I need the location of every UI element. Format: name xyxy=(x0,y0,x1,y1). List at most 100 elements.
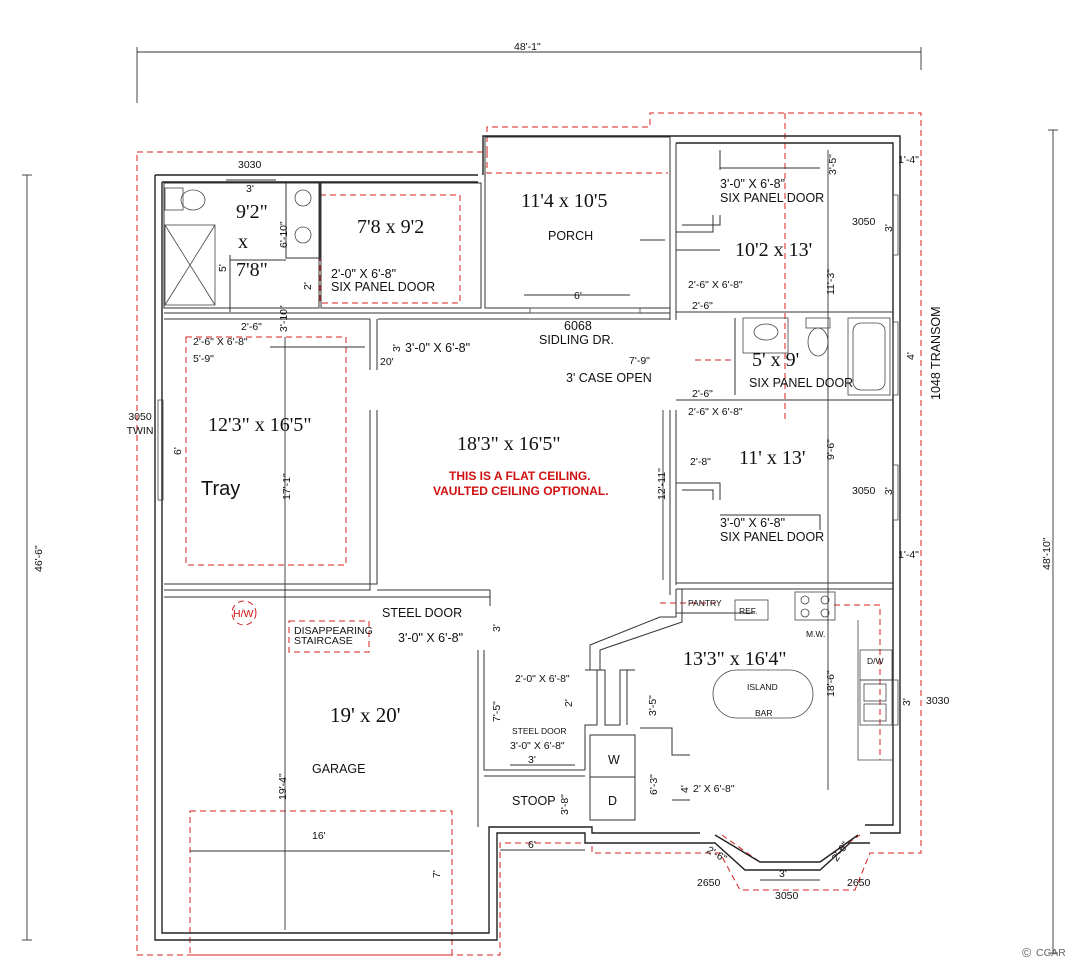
bar-label: BAR xyxy=(755,708,772,718)
kitchen-sink xyxy=(859,679,893,726)
toilet xyxy=(180,189,206,211)
bath2-dim: 5' x 9' xyxy=(752,349,799,371)
porch-dim: 11'4 x 10'5 xyxy=(521,190,607,212)
window-label: 3050 xyxy=(775,890,799,902)
ref-label: REF. xyxy=(739,606,757,616)
dim-label: 20' xyxy=(380,356,394,368)
dim-label: 6'-10" xyxy=(278,221,290,248)
transom-label: 1048 TRANSOM xyxy=(929,306,943,400)
door-label: 3'-0" X 6'-8" xyxy=(510,740,565,752)
dim-label: 6' xyxy=(574,290,582,302)
dim-label: 2'-6" xyxy=(241,321,262,333)
master-bed-dim: 12'3" x 16'5" xyxy=(208,414,312,436)
dim-label: 2' xyxy=(302,282,314,290)
island-label: ISLAND xyxy=(747,682,778,692)
window-label-top: 3030 xyxy=(238,159,262,171)
door-label: STEEL DOOR xyxy=(382,606,462,620)
window-bed3 xyxy=(892,464,899,521)
mw-label: M.W. xyxy=(806,629,825,639)
dim-label: 3' xyxy=(528,754,536,766)
dim-label: 3'-5" xyxy=(827,154,839,175)
dim-label: 6'-3" xyxy=(648,774,660,795)
door-label: STEEL DOOR xyxy=(512,726,566,736)
dim-label: 19'-4" xyxy=(277,773,289,800)
porch-name: PORCH xyxy=(548,229,593,243)
master-bath-dim-a: 9'2" xyxy=(236,201,268,223)
window-kitchen xyxy=(892,679,899,726)
door-label: 6068 xyxy=(564,319,592,333)
shower xyxy=(164,224,216,306)
door-label: 2'-6" X 6'-8" xyxy=(193,336,248,348)
island xyxy=(712,669,814,719)
door-label: 3'-0" X 6'-8" xyxy=(720,516,785,530)
sink-1 xyxy=(294,189,312,207)
dim-label: 5' xyxy=(217,264,229,272)
sink-2 xyxy=(294,226,312,244)
fixtures xyxy=(164,187,893,761)
roof-outline xyxy=(136,112,922,956)
dim-label: 9'-6" xyxy=(825,439,837,460)
range xyxy=(794,591,836,621)
exterior-walls xyxy=(154,135,901,941)
door-label: SIX PANEL DOOR xyxy=(749,376,853,390)
copyright-icon: © xyxy=(1022,946,1032,960)
window-twin xyxy=(157,399,164,501)
sliding-door xyxy=(529,307,641,314)
door-label: 3' CASE OPEN xyxy=(566,371,652,385)
dim-label: 18'-6" xyxy=(825,670,837,697)
window-label: 3050 xyxy=(128,411,152,423)
door-label: SIX PANEL DOOR xyxy=(331,280,435,294)
dim-label: 3' xyxy=(246,183,254,195)
copyright-mark: CCAR xyxy=(1036,947,1066,959)
closet-dim: 7'8 x 9'2 xyxy=(357,216,424,238)
stoop-name: STOOP xyxy=(512,794,556,808)
dim-label: 7'-5" xyxy=(491,701,503,722)
door-label: 2'-6" X 6'-8" xyxy=(688,406,743,418)
dim-label: 3' xyxy=(391,344,403,352)
toilet-tank xyxy=(164,187,184,211)
master-bed-ceiling: Tray xyxy=(201,478,240,500)
dim-label: 3' xyxy=(901,698,913,706)
window-label: 3050 xyxy=(852,216,876,228)
dim-label: 3'-8" xyxy=(559,794,571,815)
pantry-label: PANTRY xyxy=(688,598,722,608)
window-label: 2650 xyxy=(697,877,721,889)
door-label: SIX PANEL DOOR xyxy=(720,191,824,205)
toilet-2 xyxy=(807,327,829,357)
labels: 48'-1" 46'-6" 48'-10" 3030 3' 9'2" x 7'8… xyxy=(33,41,1066,960)
kitchen-dim: 13'3" x 16'4" xyxy=(683,648,787,670)
window-label: TWIN xyxy=(127,425,154,437)
ceiling-note-1: THIS IS A FLAT CEILING. xyxy=(449,469,591,483)
door-label: 2'-0" X 6'-8" xyxy=(515,673,570,685)
dim-label: 1'-4" xyxy=(898,549,919,561)
dim-label: 5'-9" xyxy=(193,353,214,365)
washer-label: W xyxy=(608,753,620,767)
master-bath-dim-x: x xyxy=(238,231,248,253)
window-label: 3030 xyxy=(926,695,950,707)
door-label: 2'-6" X 6'-8" xyxy=(688,279,743,291)
dimension-lines xyxy=(22,47,1058,954)
overall-depth-right: 48'-10" xyxy=(1041,537,1053,570)
bedroom3-dim: 11' x 13' xyxy=(739,447,805,469)
door-label: SIDLING DR. xyxy=(539,333,614,347)
dim-label: 7'-9" xyxy=(629,355,650,367)
hw-label: H/W xyxy=(233,608,254,620)
dim-label: 16' xyxy=(312,830,326,842)
dim-label: 6' xyxy=(528,839,536,851)
dim-label: 3' xyxy=(883,224,895,232)
garage-name: GARAGE xyxy=(312,762,366,776)
ceiling-note-2: VAULTED CEILING OPTIONAL. xyxy=(433,484,609,498)
dim-label: 1'-4" xyxy=(898,154,919,166)
staircase-outline xyxy=(288,620,370,653)
overall-depth-left: 46'-6" xyxy=(33,545,45,572)
window-label: 3050 xyxy=(852,485,876,497)
window-label: 2650 xyxy=(847,877,871,889)
door-label: SIX PANEL DOOR xyxy=(720,530,824,544)
garage-door-outline xyxy=(189,810,453,956)
master-bath-dim-b: 7'8" xyxy=(236,259,268,281)
stair-label: STAIRCASE xyxy=(294,635,353,647)
dim-label: 3' xyxy=(883,487,895,495)
dim-label: 2'-6" xyxy=(692,388,713,400)
great-room-dim: 18'3" x 16'5" xyxy=(457,433,561,455)
